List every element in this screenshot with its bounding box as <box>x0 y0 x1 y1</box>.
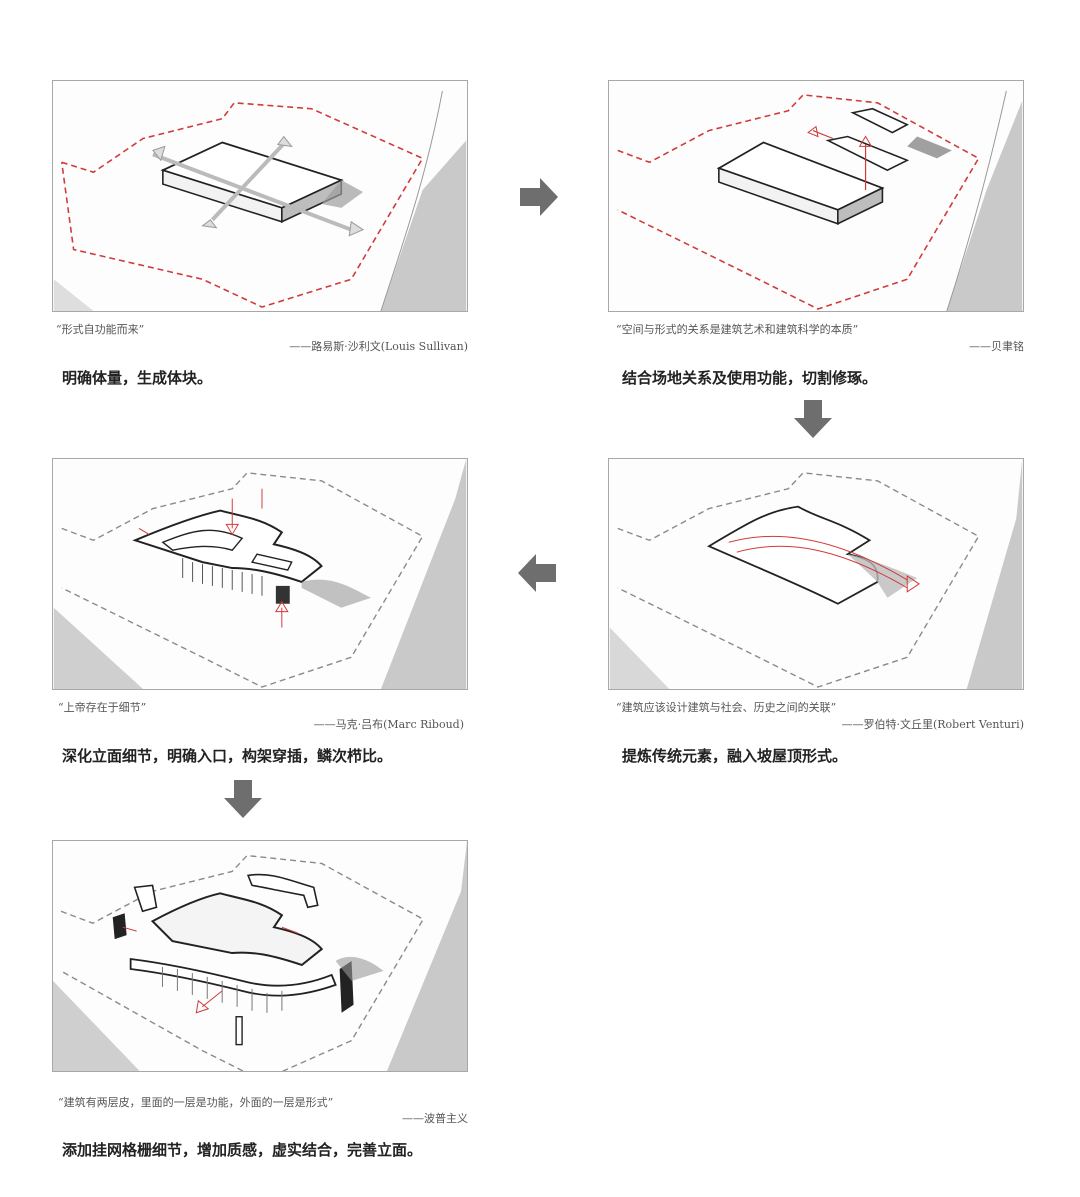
main-roof <box>150 892 324 967</box>
step-2-quote: “空间与形式的关系是建筑艺术和建筑科学的本质” <box>616 323 859 336</box>
diagram-step-2 <box>608 80 1024 312</box>
step-1-caption: 明确体量，生成体块。 <box>62 369 213 387</box>
step-3-author: ——罗伯特·文丘里(Robert Venturi) <box>841 718 1024 731</box>
flow-arrow-right <box>518 176 560 218</box>
road-area <box>380 140 467 311</box>
step-3-quote: “建筑应该设计建筑与社会、历史之间的关联” <box>616 701 837 714</box>
step-1-author: ——路易斯·沙利文(Louis Sullivan) <box>289 340 468 353</box>
step-1-quote: “形式自功能而来” <box>56 323 145 336</box>
diagram-step-4 <box>52 458 468 690</box>
step-2-caption: 结合场地关系及使用功能，切割修琢。 <box>622 369 878 387</box>
site-boundary <box>617 472 980 688</box>
step-5-caption: 添加挂网格栅细节，增加质感，虚实结合，完善立面。 <box>62 1141 423 1159</box>
site-boundary <box>617 94 980 310</box>
step-2-author: ——贝聿铭 <box>969 340 1024 353</box>
grille-screen <box>129 958 337 997</box>
step-2-cutting-drawing <box>617 90 1023 311</box>
site-boundary <box>60 101 424 308</box>
step-4-quote: “上帝存在于细节” <box>58 701 147 714</box>
cut-piece-middle <box>825 135 910 172</box>
diagram-step-1 <box>52 80 468 312</box>
flow-arrow-down-2 <box>222 778 264 820</box>
step-5-quote: “建筑有两层皮，里面的一层是功能，外面的一层是形式” <box>58 1096 334 1109</box>
step-4-caption: 深化立面细节，明确入口，构架穿插，鳞次栉比。 <box>62 747 393 765</box>
diagram-step-3 <box>608 458 1024 690</box>
site-boundary <box>60 854 425 1071</box>
arrow-right-icon <box>520 178 558 216</box>
arrow-down-icon <box>224 780 262 818</box>
entrance <box>275 585 290 604</box>
arrow-down-icon <box>794 400 832 438</box>
step-3-roof-drawing <box>609 459 1023 689</box>
arrow-left-icon <box>518 554 556 592</box>
site-boundary <box>61 472 424 688</box>
step-4-author: ——马克·吕布(Marc Riboud) <box>313 718 464 731</box>
flow-arrow-left <box>516 552 558 594</box>
cut-piece-top <box>850 107 909 134</box>
step-4-facade-drawing <box>53 459 467 689</box>
step-1-massing-drawing <box>53 90 467 311</box>
step-5-grille-drawing <box>53 841 467 1071</box>
diagram-step-5 <box>52 840 468 1072</box>
floating-grille-top <box>246 873 319 909</box>
step-5-author: ——波普主义 <box>402 1112 468 1125</box>
flow-arrow-down-1 <box>792 398 834 440</box>
step-3-caption: 提炼传统元素，融入坡屋顶形式。 <box>622 747 848 765</box>
